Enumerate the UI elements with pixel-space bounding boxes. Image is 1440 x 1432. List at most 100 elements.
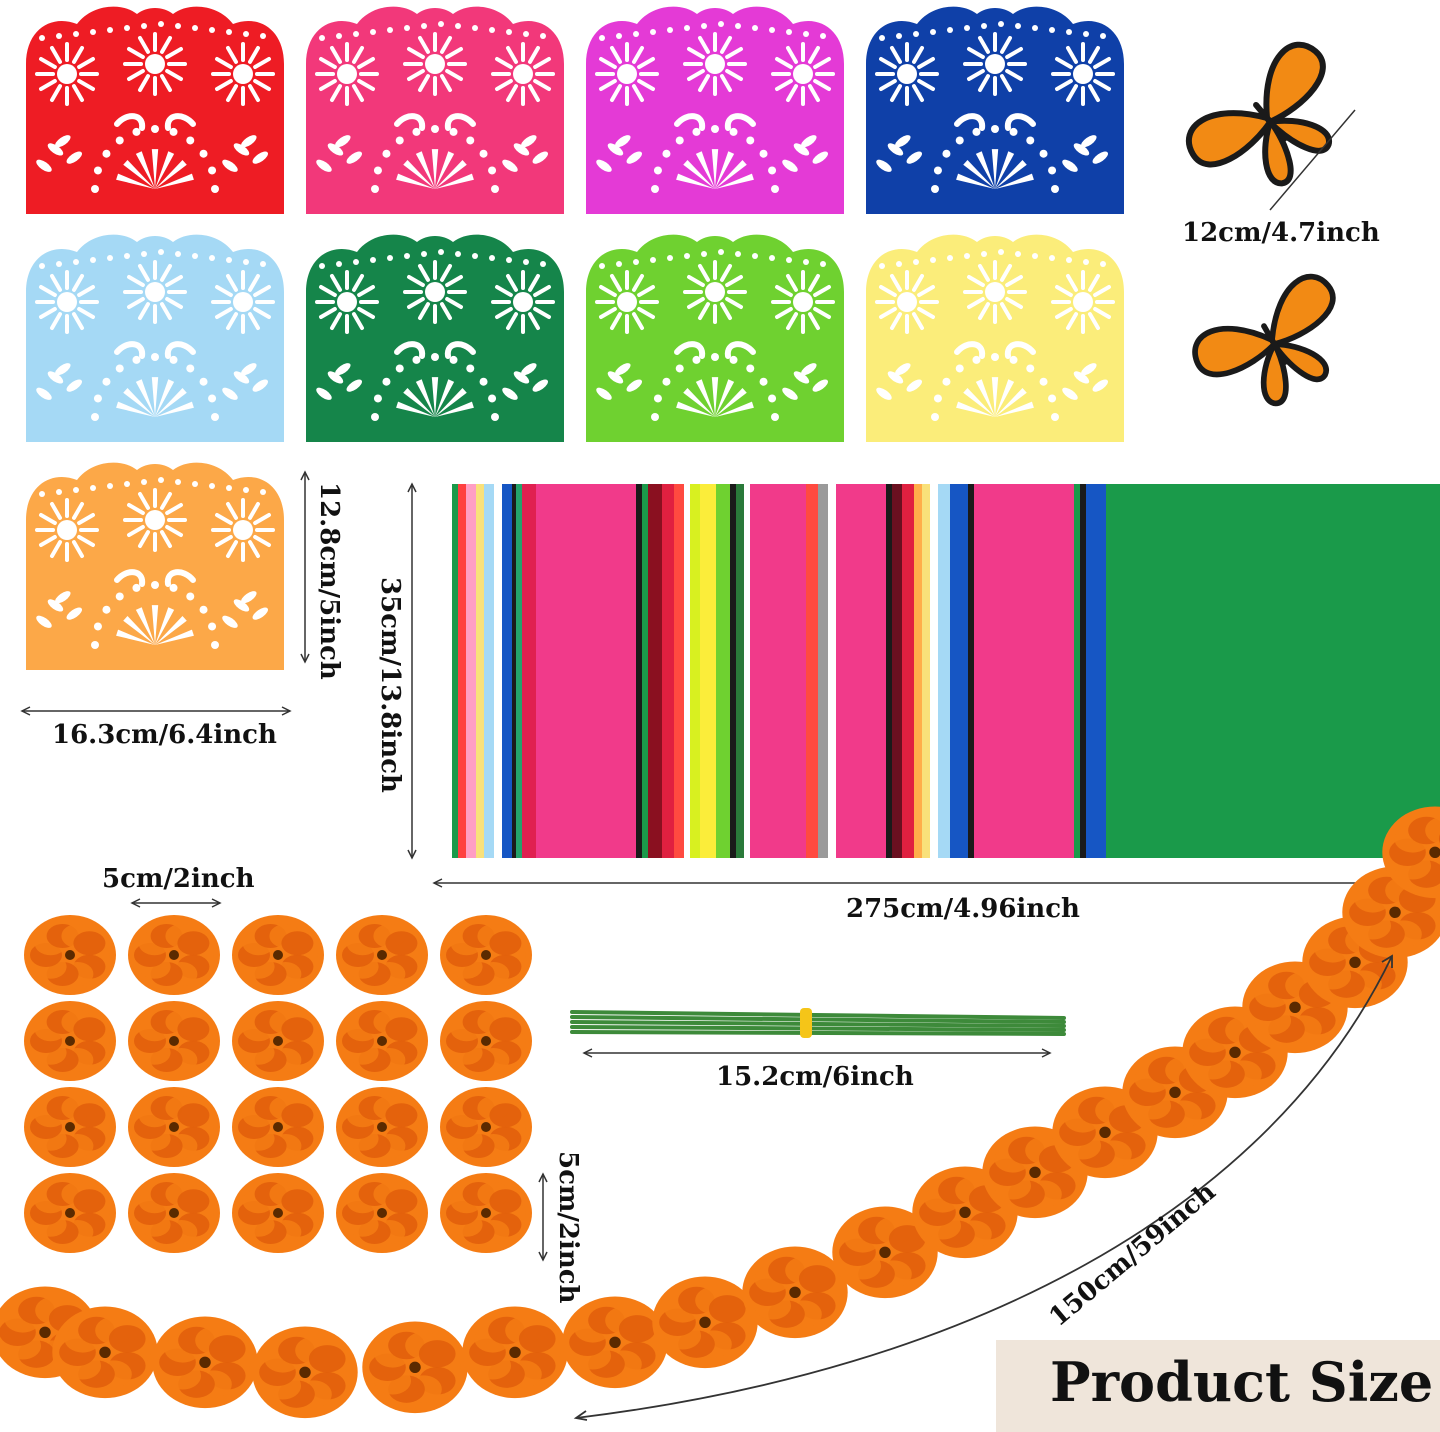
runner-stripe [1206, 484, 1226, 858]
garland-flower-icon [562, 1296, 668, 1389]
marigold-flower-icon [232, 1087, 324, 1167]
runner-length-label: 275cm/4.96inch [846, 894, 1080, 924]
marigold-flower-icon [440, 1001, 532, 1081]
papel-picado-banner-icon [586, 234, 844, 442]
runner-stripe [902, 484, 914, 858]
runner-stripe [930, 484, 938, 858]
runner-stripe [690, 484, 700, 858]
marigold-flower-icon [440, 1087, 532, 1167]
marigold-flower-icon [336, 1087, 428, 1167]
dimension-arrow [432, 878, 1380, 888]
papel-picado-banner-icon [26, 234, 284, 442]
papel-picado-banner-icon [26, 462, 284, 670]
runner-stripe [516, 484, 522, 858]
runner-stripe [662, 484, 674, 858]
runner-stripe [1406, 484, 1426, 858]
runner-stripe [730, 484, 736, 858]
marigold-flower-icon [128, 1001, 220, 1081]
runner-stripe [922, 484, 930, 858]
marigold-flower-icon [128, 915, 220, 995]
runner-stripe [1086, 484, 1106, 858]
papel-picado-banner-icon [306, 234, 564, 442]
marigold-flower-icon [128, 1173, 220, 1253]
garland-flower-icon [252, 1326, 358, 1419]
runner-height-label: 35cm/13.8inch [375, 577, 405, 793]
runner-stripe [484, 484, 494, 858]
butterfly-icon [1192, 273, 1336, 407]
garland-flower-icon [1382, 806, 1440, 899]
runner-stripe [1266, 484, 1286, 858]
dimension-arrow [582, 1048, 1052, 1058]
flower-width-label: 5cm/2inch [102, 864, 255, 894]
runner-stripe [1346, 484, 1366, 858]
runner-stripe [522, 484, 536, 858]
marigold-flower-icon [24, 1173, 116, 1253]
dimension-arrow [1269, 109, 1356, 211]
runner-stripe [476, 484, 484, 858]
runner-stripe [642, 484, 648, 858]
runner-stripe [1366, 484, 1386, 858]
product-size-badge: Product Size [996, 1340, 1440, 1432]
runner-stripe [1306, 484, 1326, 858]
runner-stripe [750, 484, 806, 858]
papel-picado-banner-icon [866, 234, 1124, 442]
garland-flower-icon [742, 1246, 848, 1339]
runner-stripe [674, 484, 684, 858]
papel-picado-banner-icon [306, 6, 564, 215]
garland-flower-icon [912, 1166, 1018, 1259]
marigold-flower-icon [440, 1173, 532, 1253]
runner-stripe [1246, 484, 1266, 858]
marigold-flower-icon [24, 1001, 116, 1081]
runner-stripe [938, 484, 950, 858]
dimension-arrow [573, 954, 1393, 1421]
marigold-flower-icon [336, 915, 428, 995]
runner-stripe [466, 484, 476, 858]
runner-stripe [502, 484, 512, 858]
runner-stripe [836, 484, 886, 858]
marigold-flower-icon [232, 915, 324, 995]
runner-stripe [684, 484, 690, 858]
runner-stripe [1426, 484, 1440, 858]
runner-stripe [512, 484, 516, 858]
runner-stripe [736, 484, 744, 858]
dimension-arrow [407, 482, 417, 860]
marigold-flower-icon [336, 1001, 428, 1081]
runner-stripe [494, 484, 502, 858]
runner-stripe [700, 484, 716, 858]
marigold-flower-icon [24, 1087, 116, 1167]
garland-flower-icon [652, 1276, 758, 1369]
runner-stripe [818, 484, 828, 858]
papel-picado-banner-icon [26, 6, 284, 215]
serape-table-runner [432, 484, 1440, 858]
garland-flower-icon [462, 1306, 568, 1399]
dimension-arrow [130, 898, 222, 908]
runner-stripe [974, 484, 1074, 858]
runner-stripe [914, 484, 922, 858]
butterfly-icon [1185, 41, 1332, 187]
dimension-arrow [300, 470, 310, 664]
runner-stripe [1286, 484, 1306, 858]
garland-flower-icon [52, 1306, 158, 1399]
floral-wire-stems-icon [570, 1008, 1066, 1038]
runner-stripe [1146, 484, 1166, 858]
runner-stripe [716, 484, 730, 858]
runner-stripe [458, 484, 466, 858]
runner-stripe [452, 484, 458, 858]
marigold-flower-icon [232, 1001, 324, 1081]
banner-height-label: 12.8cm/5inch [314, 482, 344, 680]
banner-width-label: 16.3cm/6.4inch [52, 720, 277, 750]
runner-stripe [636, 484, 642, 858]
runner-stripe [1326, 484, 1346, 858]
marigold-flower-icon [440, 915, 532, 995]
marigold-flower-icon [128, 1087, 220, 1167]
runner-stripe [1166, 484, 1186, 858]
runner-stripe [892, 484, 902, 858]
runner-stripe [432, 484, 452, 858]
marigold-flower-icon [336, 1173, 428, 1253]
dimension-arrow [20, 706, 292, 716]
page-title: Product Size [1050, 1350, 1434, 1414]
papel-picado-banner-icon [586, 6, 844, 215]
marigold-flower-icon [232, 1173, 324, 1253]
butterfly-size-label: 12cm/4.7inch [1182, 218, 1380, 248]
garland-flower-icon [832, 1206, 938, 1299]
